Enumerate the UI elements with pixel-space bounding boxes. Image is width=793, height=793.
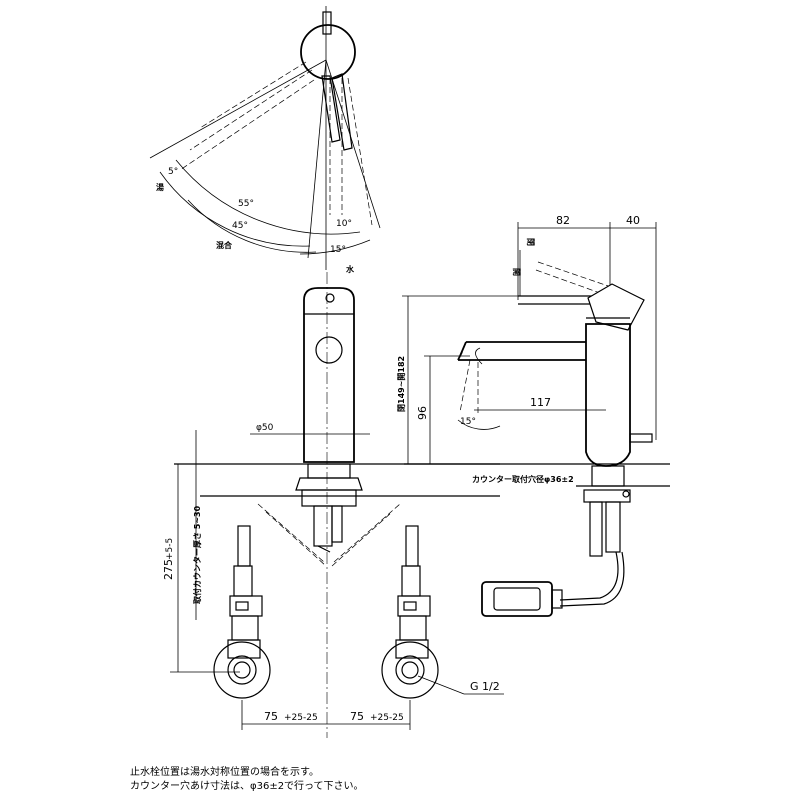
- dim-75-right-tolerance: +25-25: [370, 713, 404, 723]
- dim-117: 117: [530, 396, 551, 409]
- angle-5-label: 5°: [168, 167, 178, 177]
- handle-base-circle: [300, 24, 356, 80]
- top-view: 5° 55° 45° 10° 15° 湯 混合 水: [149, 6, 381, 274]
- label-close: 閉: [526, 238, 535, 246]
- spout-side: [457, 341, 586, 361]
- note-line-2: カウンター穴あけ寸法は、φ36±2で行って下さい。: [130, 779, 364, 792]
- dim-275-tolerance: +5-5: [165, 538, 175, 560]
- angle-45-label: 45°: [232, 221, 248, 231]
- dim-75-right: 75: [350, 710, 364, 723]
- notes: 止水栓位置は湯水対称位置の場合を示す。 カウンター穴あけ寸法は、φ36±2で行っ…: [130, 765, 364, 792]
- front-view: φ50 取付カウンター厚さ 5~30 275 +5-5: [162, 272, 504, 738]
- lever-outline: [321, 75, 341, 143]
- faucet-body-front: [303, 287, 355, 463]
- dim-275: 275: [162, 559, 175, 580]
- dim-82: 82: [556, 214, 570, 227]
- angle-10-label: 10°: [336, 219, 352, 229]
- label-open: 開: [512, 268, 521, 276]
- side-angle-15: 15°: [460, 417, 476, 427]
- dim-75-left-tolerance: +25-25: [284, 713, 318, 723]
- indicator-dot: [325, 293, 335, 303]
- dim-40: 40: [626, 214, 640, 227]
- dim-height: 閉149~開182: [397, 356, 406, 412]
- dim-hole: カウンター取付穴径φ36±2: [472, 474, 574, 484]
- mix-label: 混合: [216, 240, 233, 250]
- spout-hole: [315, 336, 343, 364]
- side-view: 82 40 開 閉 15° 117 96 閉149~開182: [397, 214, 670, 617]
- control-box: [481, 581, 553, 617]
- dim-phi50: φ50: [256, 423, 274, 433]
- angle-55-label: 55°: [238, 199, 254, 209]
- angle-15-label: 15°: [330, 245, 346, 255]
- dim-96: 96: [416, 406, 429, 420]
- faucet-body-side: [585, 323, 631, 467]
- left-stop-valve: [213, 525, 271, 699]
- dim-75-left: 75: [264, 710, 278, 723]
- note-line-1: 止水栓位置は湯水対称位置の場合を示す。: [130, 765, 319, 778]
- hot-label: 湯: [156, 182, 164, 192]
- right-stop-valve: [381, 525, 439, 699]
- cold-label: 水: [345, 264, 355, 274]
- label-g12: G 1/2: [470, 680, 500, 693]
- dim-counter-thickness: 取付カウンター厚さ 5~30: [192, 505, 202, 604]
